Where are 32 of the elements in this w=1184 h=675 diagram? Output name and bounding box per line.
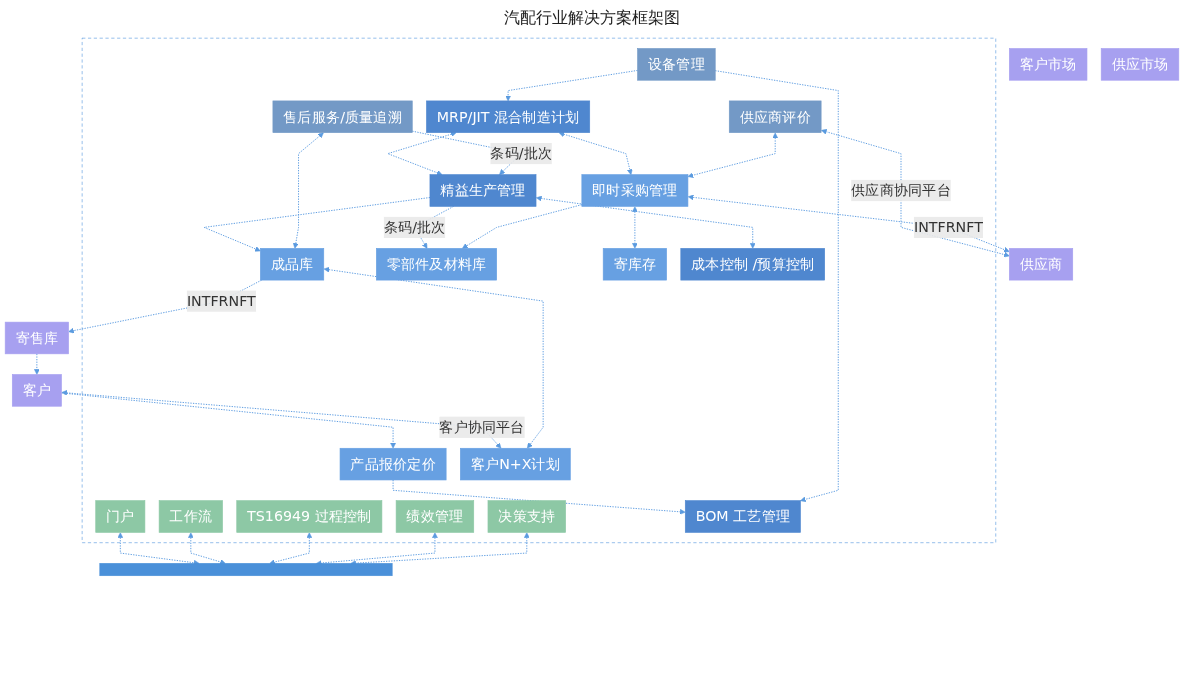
node-box: 精益生产管理 <box>429 174 537 207</box>
node-box: BOM 工艺管理 <box>684 500 801 533</box>
node-box: 决策支持 <box>487 500 566 533</box>
node-box: 寄库存 <box>602 248 667 281</box>
node-box: 工作流 <box>158 500 223 533</box>
node-box: 即时采购管理 <box>581 174 689 207</box>
node-bar <box>99 563 393 577</box>
edge-label: 条码/批次 <box>383 219 446 236</box>
node-box: 客户N+X计划 <box>460 447 571 481</box>
node-box: 成本控制 /预算控制 <box>680 248 825 281</box>
edge-label: 供应商协同平台 <box>851 182 951 199</box>
node-box: 供应商评价 <box>728 100 822 133</box>
node-box: 成品库 <box>260 248 325 281</box>
node-box: 绩效管理 <box>395 500 475 533</box>
node-box: 供应市场 <box>1100 48 1180 81</box>
node-box: MRP/JIT 混合制造计划 <box>426 100 591 133</box>
edge-label: 客户协同平台 <box>439 419 525 436</box>
node-box: 售后服务/质量追溯 <box>272 100 413 133</box>
edge-label: INTFRNFT <box>913 219 983 236</box>
node-box: 客户市场 <box>1009 48 1088 81</box>
node-box: 产品报价定价 <box>339 447 447 481</box>
node-box: 客户 <box>11 374 62 407</box>
diagram-title: 汽配行业解决方案框架图 <box>503 8 681 29</box>
node-box: 零部件及材料库 <box>376 248 497 281</box>
node-box: 设备管理 <box>637 48 716 81</box>
node-box: TS16949 过程控制 <box>236 500 383 533</box>
edge-label: INTFRNFT <box>186 293 256 310</box>
node-box: 供应商 <box>1009 248 1074 281</box>
cluster <box>81 37 997 544</box>
node-box: 门户 <box>95 500 146 533</box>
node-box: 寄售库 <box>4 321 69 355</box>
edge-label: 条码/批次 <box>490 145 553 162</box>
